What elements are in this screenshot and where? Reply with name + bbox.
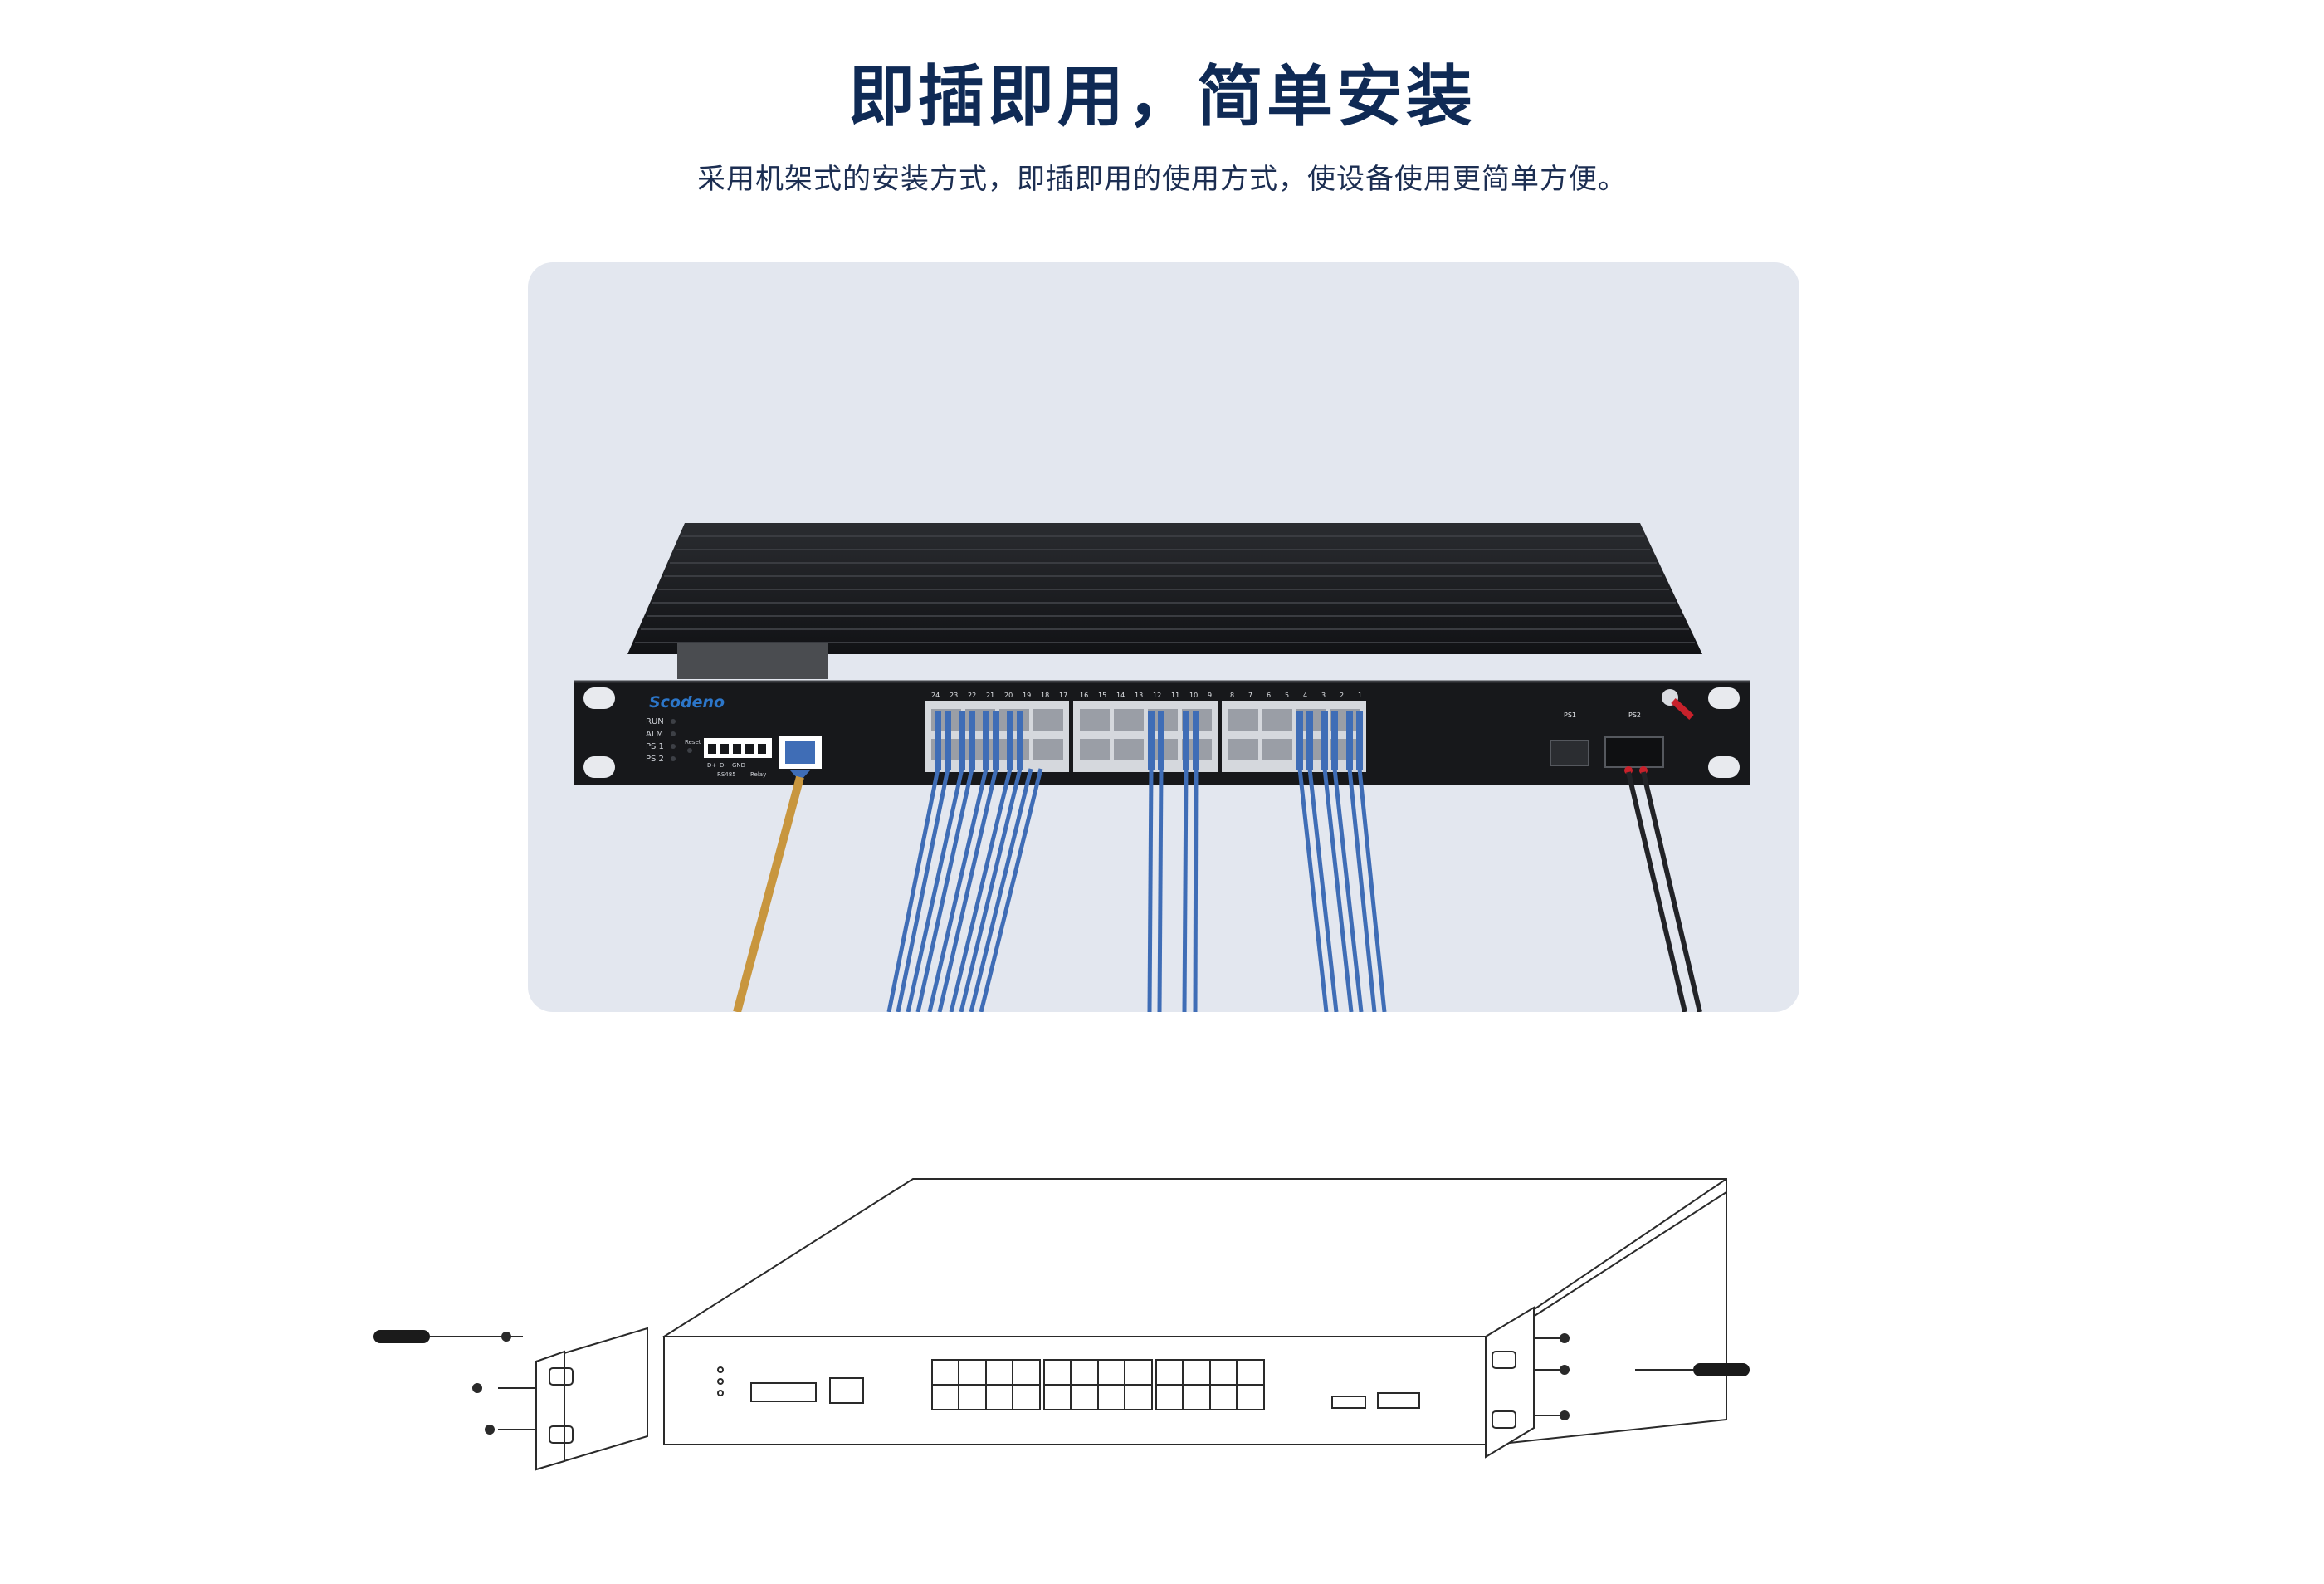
screwdriver-icon [1635, 1363, 1750, 1376]
ps2-label: PS2 [1628, 711, 1641, 719]
right-rack-ear [1485, 1306, 1535, 1459]
terminal-label: Relay [750, 771, 766, 778]
ps2-connector[interactable] [1604, 736, 1664, 768]
screwdriver-icon [374, 1330, 500, 1343]
svg-text:14: 14 [1116, 692, 1125, 699]
led-labels: RUN ALM PS 1 PS 2 [646, 717, 664, 764]
led-label-alm: ALM [646, 730, 663, 739]
rack-ear-hole [1708, 756, 1740, 778]
svg-text:8: 8 [1230, 692, 1234, 699]
svg-text:19: 19 [1023, 692, 1031, 699]
installation-diagram [374, 1162, 1784, 1494]
svg-text:4: 4 [1303, 692, 1307, 699]
svg-text:24: 24 [931, 692, 940, 699]
svg-text:5: 5 [1285, 692, 1289, 699]
svg-text:22: 22 [968, 692, 976, 699]
rack-ear-hole [1708, 687, 1740, 709]
console-cable [733, 775, 804, 1012]
reset-button[interactable] [687, 748, 692, 753]
fiber-cables-group-1 [886, 711, 1043, 1012]
rack-ear-hole [583, 687, 615, 709]
led-label-run: RUN [646, 717, 664, 726]
terminal-label: D- [720, 762, 726, 769]
svg-text:12: 12 [1153, 692, 1161, 699]
ground-lever [1671, 698, 1694, 720]
terminal-label: D+ [707, 762, 716, 769]
fiber-cables-group-2 [1147, 711, 1199, 1012]
svg-text:9: 9 [1208, 692, 1212, 699]
power-cables [1626, 771, 1702, 1012]
svg-text:23: 23 [950, 692, 958, 699]
svg-text:17: 17 [1059, 692, 1067, 699]
ps1-label: PS1 [1564, 711, 1576, 719]
svg-text:11: 11 [1171, 692, 1179, 699]
brand-logo: Scodeno [649, 693, 725, 711]
svg-text:3: 3 [1321, 692, 1326, 699]
device-front [663, 1336, 1495, 1445]
label-plate [677, 643, 828, 679]
switch-illustration: Scodeno RUN ALM PS 1 PS 2 Reset D+ D- GN… [574, 523, 1750, 1012]
svg-text:16: 16 [1080, 692, 1088, 699]
reset-label: Reset [685, 739, 701, 746]
terminal-block-outline [750, 1382, 817, 1402]
svg-text:21: 21 [986, 692, 994, 699]
ps1-connector[interactable] [1550, 740, 1589, 766]
svg-text:13: 13 [1135, 692, 1143, 699]
page-subtitle: 采用机架式的安装方式，即插即用的使用方式，使设备使用更简单方便。 [697, 163, 1627, 196]
rack-mount-drawing [374, 1178, 1750, 1471]
svg-text:18: 18 [1041, 692, 1049, 699]
svg-text:6: 6 [1267, 692, 1271, 699]
terminal-label: RS485 [717, 771, 736, 778]
svg-text:10: 10 [1189, 692, 1198, 699]
svg-text:1: 1 [1358, 692, 1362, 699]
svg-text:2: 2 [1340, 692, 1344, 699]
led-label-ps1: PS 1 [646, 742, 664, 751]
port-number-labels: 24 23 22 21 20 19 18 17 16 15 14 13 12 1… [931, 692, 1362, 699]
product-photo-panel: Scodeno RUN ALM PS 1 PS 2 Reset D+ D- GN… [528, 262, 1799, 1012]
page-title: 即插即用，简单安装 [848, 58, 1476, 135]
svg-text:7: 7 [1248, 692, 1252, 699]
terminal-label: GND [732, 762, 745, 769]
status-leds [671, 719, 676, 761]
rack-ear-hole [583, 756, 615, 778]
port-grid-outline [931, 1359, 1265, 1410]
console-port-outline [829, 1377, 864, 1404]
svg-text:20: 20 [1004, 692, 1013, 699]
svg-text:15: 15 [1098, 692, 1106, 699]
led-label-ps2: PS 2 [646, 755, 664, 764]
fiber-cables-group-3 [1296, 711, 1387, 1012]
screw-icon [472, 1332, 1570, 1435]
sfp-port-group-3 [1222, 701, 1366, 772]
